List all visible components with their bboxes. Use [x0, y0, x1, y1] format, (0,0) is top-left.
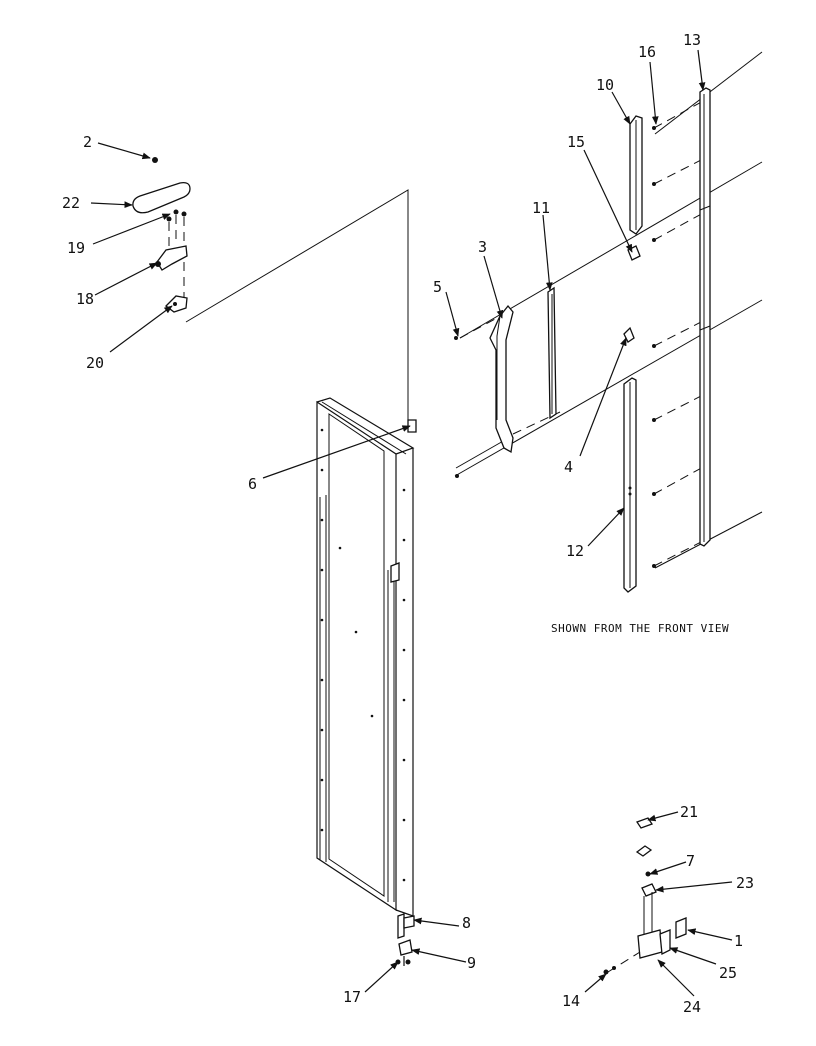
callout-16: 16 [638, 43, 656, 61]
leader-lines [90, 49, 733, 997]
callout-13: 13 [683, 31, 701, 49]
callout-7: 7 [686, 852, 695, 870]
callout-3: 3 [478, 238, 487, 256]
handle-assembly [454, 51, 763, 593]
callout-6: 6 [248, 475, 257, 493]
callout-23: 23 [736, 874, 754, 892]
part-3-handle [489, 304, 514, 454]
callout-24: 24 [683, 998, 701, 1016]
callout-15: 15 [567, 133, 585, 151]
part-13-side-strip [699, 87, 711, 547]
callout-1: 1 [734, 932, 743, 950]
part-18-hinge-bracket [156, 245, 188, 271]
callout-4: 4 [564, 458, 573, 476]
part-2-screw [152, 157, 158, 163]
top-hinge-assembly [132, 157, 409, 420]
callout-9: 9 [467, 954, 476, 972]
callout-22: 22 [62, 194, 80, 212]
callout-5: 5 [433, 278, 442, 296]
part-22-hinge-cover [132, 181, 191, 214]
callout-11: 11 [532, 199, 550, 217]
view-caption: SHOWN FROM THE FRONT VIEW [551, 622, 729, 635]
callout-10: 10 [596, 76, 614, 94]
bottom-hinge-assembly [603, 817, 687, 975]
callout-2: 2 [83, 133, 92, 151]
callout-12: 12 [566, 542, 584, 560]
callout-21: 21 [680, 803, 698, 821]
callout-17: 17 [343, 988, 361, 1006]
callout-20: 20 [86, 354, 104, 372]
callout-25: 25 [719, 964, 737, 982]
part-19-screw [166, 216, 172, 222]
callout-8: 8 [462, 914, 471, 932]
callout-14: 14 [562, 992, 580, 1010]
callout-labels: 1 2 3 4 5 6 7 8 9 10 11 12 13 14 15 16 1… [62, 31, 754, 1016]
door-frame [316, 397, 417, 966]
callout-18: 18 [76, 290, 94, 308]
callout-19: 19 [67, 239, 85, 257]
